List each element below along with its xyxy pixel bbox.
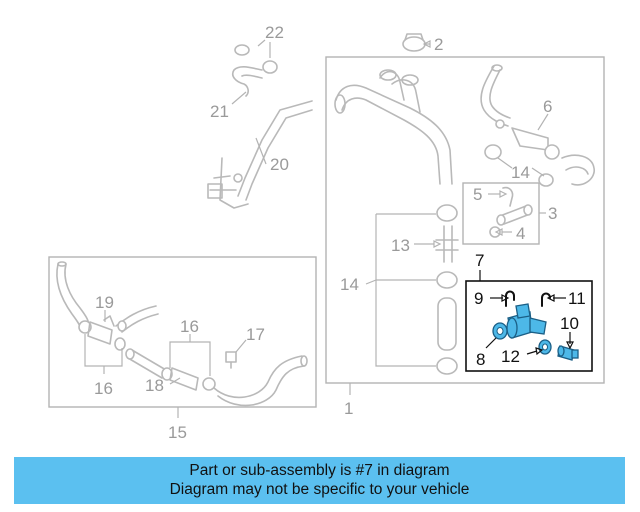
callout-9: 9: [474, 289, 483, 308]
hose-main-part: [334, 69, 453, 185]
clip-5-part: [502, 186, 514, 207]
callout-3: 3: [548, 204, 557, 223]
assembly-7-frame: [465, 280, 593, 372]
clamps-column-part: [435, 204, 459, 375]
callout-6: 6: [543, 97, 552, 116]
callout-20: 20: [270, 155, 289, 174]
callout-17: 17: [246, 325, 265, 344]
callout-18: 18: [145, 376, 164, 395]
callout-1: 1: [344, 399, 353, 418]
callout-5: 5: [473, 185, 482, 204]
clip-17-part: [225, 351, 237, 369]
callout-16a: 16: [94, 379, 113, 398]
hose-6-part: [480, 64, 511, 129]
hose-15-right-part: [213, 355, 308, 407]
pipe-20-part: [207, 100, 313, 209]
sensor-10-part: [557, 345, 579, 361]
hose-21-part: [231, 66, 263, 97]
hose-18-part: [125, 348, 167, 379]
notice-line-2: Diagram may not be specific to your vehi…: [169, 481, 470, 498]
callout-13: 13: [391, 236, 410, 255]
cap-2-part: [402, 33, 426, 52]
notice-banner: Part or sub-assembly is #7 in diagram Di…: [14, 457, 625, 504]
connector-3-part: [496, 204, 533, 226]
tee-connector-7-part: [506, 303, 547, 339]
clip-11-part: [541, 292, 551, 307]
clamp-22-part: [234, 44, 278, 74]
assembly-1-frame: [325, 56, 605, 384]
tee-6-part: [484, 127, 595, 187]
callout-11: 11: [568, 289, 586, 308]
callout-2: 2: [434, 35, 443, 54]
callout-16b: 16: [180, 317, 199, 336]
notice-line-1: Part or sub-assembly is #7 in diagram: [189, 462, 450, 479]
parts-diagram: 22 21 20 2: [48, 23, 605, 442]
callout-10: 10: [560, 314, 579, 333]
callout-8: 8: [476, 350, 485, 369]
callout-21: 21: [210, 102, 229, 121]
callout-7: 7: [475, 251, 484, 270]
oring-8-part: [492, 322, 508, 340]
hose-15-mid-part: [115, 305, 159, 333]
callout-14b: 14: [340, 275, 359, 294]
callout-15: 15: [168, 423, 187, 442]
clip-9-part: [505, 290, 515, 307]
callout-14a: 14: [511, 163, 530, 182]
callout-4: 4: [516, 224, 525, 243]
hose-15-left-part: [56, 261, 90, 331]
assembly-15-frame: [48, 256, 317, 408]
connector-19-part: [78, 315, 126, 351]
oring-12-part: [538, 339, 552, 355]
callout-22: 22: [265, 23, 284, 42]
callout-19: 19: [95, 293, 114, 312]
callout-12: 12: [501, 347, 520, 366]
connector-18-part: [161, 367, 216, 391]
